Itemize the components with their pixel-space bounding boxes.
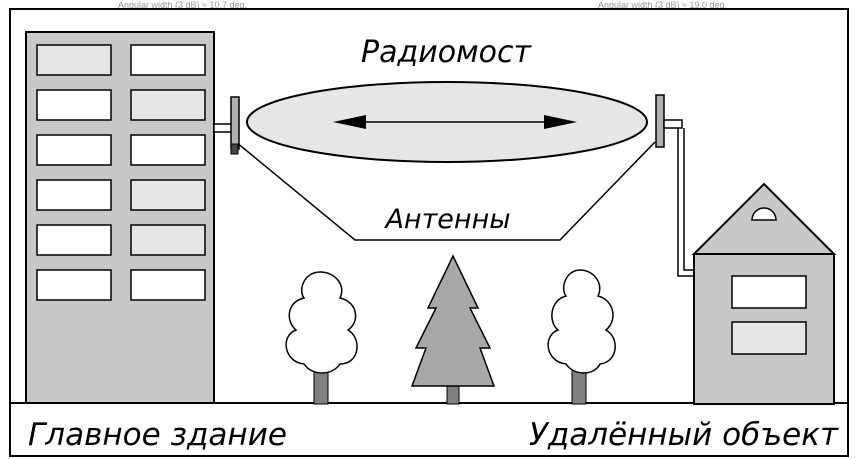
main-building-window — [131, 225, 205, 255]
fir-tree-crown — [412, 256, 494, 386]
right-antenna-dish — [656, 95, 664, 147]
left-deciduous-tree — [286, 272, 357, 404]
main-building — [26, 32, 214, 403]
main-building-window — [37, 270, 111, 300]
main-building-window — [131, 135, 205, 165]
right-antenna-bracket — [664, 120, 682, 128]
main-building-window — [37, 180, 111, 210]
right-tree-trunk — [572, 370, 586, 404]
remote-building-window-lower — [732, 322, 806, 354]
radio-beam — [247, 82, 647, 162]
left-antenna — [214, 97, 239, 154]
right-deciduous-tree — [548, 270, 615, 404]
right-antenna-pole-inner — [684, 128, 696, 270]
fir-tree — [412, 256, 494, 404]
left-antenna-dish — [231, 97, 239, 149]
main-building-window — [131, 45, 205, 75]
main-building-window — [37, 225, 111, 255]
main-building-label: Главное здание — [28, 417, 287, 453]
antennas-label: Антенны — [383, 204, 510, 235]
main-building-window — [37, 135, 111, 165]
left-antenna-bracket — [214, 124, 232, 132]
left-antenna-connector — [231, 144, 238, 154]
right-tree-crown — [548, 270, 615, 373]
main-building-window — [131, 180, 205, 210]
remote-building — [694, 184, 834, 404]
main-building-body — [26, 32, 214, 403]
main-building-window — [131, 90, 205, 120]
main-building-window — [37, 90, 111, 120]
main-building-window — [131, 270, 205, 300]
remote-building-window-upper — [732, 276, 806, 308]
radio-bridge-label: Радиомост — [361, 35, 533, 70]
main-building-window — [37, 45, 111, 75]
left-tree-trunk — [314, 370, 328, 404]
left-tree-crown — [286, 272, 357, 373]
remote-site-label: Удалённый объект — [529, 417, 839, 453]
right-antenna — [656, 95, 696, 276]
